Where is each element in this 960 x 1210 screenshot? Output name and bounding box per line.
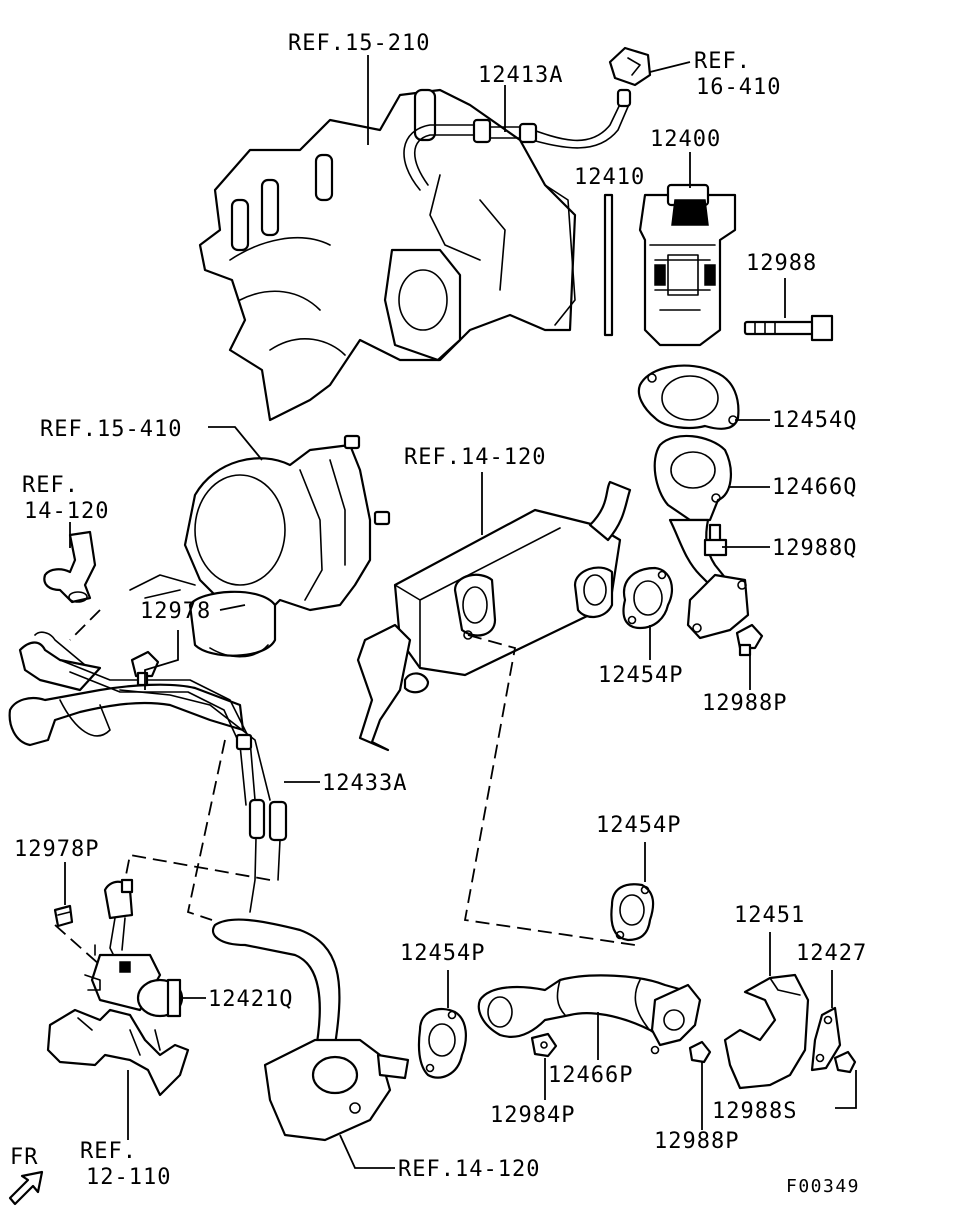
label-ref-14-120-left-line1: REF.	[22, 473, 79, 498]
label-12427: 12427	[796, 941, 867, 966]
gasket-12454P-upper	[622, 566, 673, 630]
label-fr: FR	[10, 1145, 39, 1170]
vacuum-hose-assembly-12433A	[8, 631, 288, 913]
egr-pipe-12466Q	[653, 434, 750, 640]
label-ref-16-410-line2: 16-410	[696, 75, 781, 100]
label-ref-14-120-top: REF.14-120	[404, 445, 546, 470]
label-12454P-low: 12454P	[400, 941, 485, 966]
gasket-12454P-low	[417, 1007, 467, 1079]
label-12978P: 12978P	[14, 837, 99, 862]
nut-12984P	[530, 1032, 558, 1058]
label-12978: 12978	[140, 599, 211, 624]
labels: REF.15-210 12413A REF. 16-410 12400 1241…	[10, 31, 867, 1197]
connection-lines	[54, 609, 636, 966]
label-12988S: 12988S	[712, 1099, 797, 1124]
vacuum-hose-12413A	[403, 88, 632, 191]
vacuum-solenoid-12421Q	[84, 878, 184, 1018]
label-ref-15-210: REF.15-210	[288, 31, 430, 56]
label-ref-16-410-line1: REF.	[694, 49, 751, 74]
label-12433A: 12433A	[322, 771, 407, 796]
label-12988: 12988	[746, 251, 817, 276]
label-12410: 12410	[574, 165, 645, 190]
label-12988P-upper: 12988P	[702, 691, 787, 716]
label-12466Q: 12466Q	[772, 475, 857, 500]
front-direction-arrow-icon	[8, 1170, 44, 1206]
lower-hose	[212, 918, 410, 1142]
bolt-12988	[743, 314, 834, 342]
egr-pipe-12466P	[477, 974, 702, 1055]
label-12451: 12451	[734, 903, 805, 928]
bolt-12978P	[53, 904, 74, 928]
bracket-12427	[810, 1006, 842, 1072]
label-12984P: 12984P	[490, 1103, 575, 1128]
label-12988P-low: 12988P	[654, 1129, 739, 1154]
solenoid-connector	[608, 46, 652, 87]
bolt-12978	[130, 650, 160, 687]
label-ref-12-110-line1: REF.	[80, 1139, 137, 1164]
gasket-12454P-mid	[610, 883, 655, 942]
bolt-12988P-low	[688, 1040, 712, 1064]
leader-lines	[64, 55, 857, 1169]
label-12466P: 12466P	[548, 1063, 633, 1088]
gasket-12410	[603, 193, 614, 337]
coolant-hose	[43, 530, 97, 604]
label-12454P-mid: 12454P	[596, 813, 681, 838]
bolt-12988P-upper	[735, 623, 764, 657]
label-ref-12-110-line2: 12-110	[86, 1165, 171, 1190]
bolt-12988Q	[703, 523, 728, 557]
bolt-12988S	[833, 1050, 857, 1074]
turbocharger	[129, 434, 391, 658]
egr-valve-12400	[638, 183, 737, 347]
label-12413A: 12413A	[478, 63, 563, 88]
label-ref-15-410: REF.15-410	[40, 417, 182, 442]
label-12454Q: 12454Q	[772, 408, 857, 433]
label-ref-14-120-left-line2: 14-120	[24, 499, 109, 524]
figure-code: F00349	[786, 1176, 860, 1197]
label-ref-14-120-bottom: REF.14-120	[398, 1157, 540, 1182]
egr-cooler	[356, 480, 632, 752]
label-12400: 12400	[650, 127, 721, 152]
gasket-12454Q	[637, 364, 740, 430]
intake-manifold	[198, 88, 577, 422]
label-12421Q: 12421Q	[208, 987, 293, 1012]
label-12454P-upper: 12454P	[598, 663, 683, 688]
label-12988Q: 12988Q	[772, 536, 857, 561]
heat-shield-12451	[723, 973, 810, 1090]
bracket	[46, 1008, 190, 1097]
